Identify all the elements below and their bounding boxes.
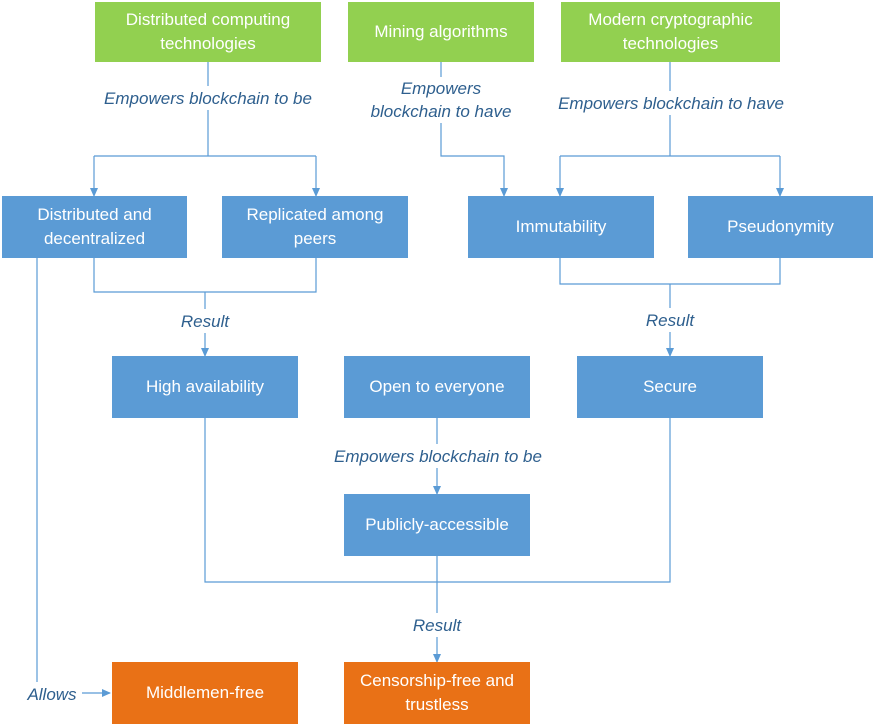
pseudonymity-box: Pseudonymity — [688, 196, 873, 258]
connector-left-merge — [93, 258, 317, 293]
replicated-peers-box: Replicated among peers — [222, 196, 408, 258]
arrow-allows-middlemen — [36, 258, 111, 697]
secure-box: Secure — [577, 356, 763, 418]
edge-label-empowers-have-mining: Empowers blockchain to have — [362, 77, 520, 123]
edge-label-result-right: Result — [641, 308, 699, 332]
immutability-box: Immutability — [468, 196, 654, 258]
edge-label-result-left: Result — [176, 309, 234, 333]
high-availability-box: High availability — [112, 356, 298, 418]
mining-algorithms-box: Mining algorithms — [348, 2, 534, 62]
middlemen-free-box: Middlemen-free — [112, 662, 298, 724]
distributed-computing-box: Distributed computing technologies — [95, 2, 321, 62]
edge-label-empowers-have-crypto: Empowers blockchain to have — [548, 91, 794, 115]
modern-cryptographic-box: Modern cryptographic technologies — [561, 2, 780, 62]
censorship-free-box: Censorship-free and trustless — [344, 662, 530, 724]
publicly-accessible-box: Publicly-accessible — [344, 494, 530, 556]
edge-label-empowers-be-left: Empowers blockchain to be — [92, 86, 324, 110]
edge-label-allows: Allows — [22, 682, 82, 706]
edge-label-result-bottom: Result — [408, 613, 466, 637]
open-to-everyone-box: Open to everyone — [344, 356, 530, 418]
edge-label-empowers-be-open: Empowers blockchain to be — [322, 444, 554, 468]
distributed-decentralized-box: Distributed and decentralized — [2, 196, 187, 258]
connector-right-merge — [559, 258, 781, 285]
